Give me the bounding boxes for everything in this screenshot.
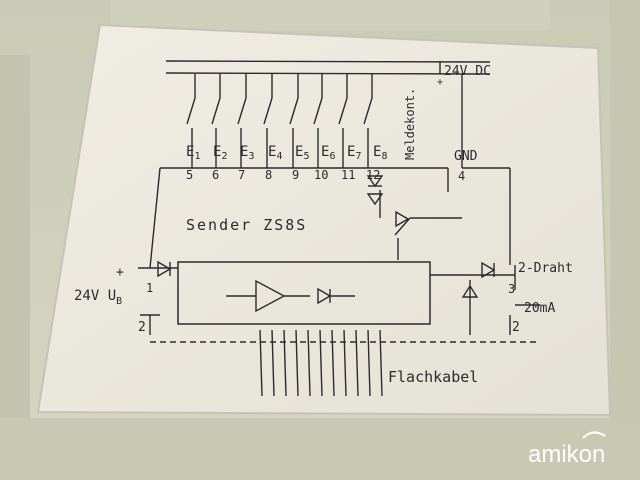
terminal-6: 6	[212, 168, 219, 182]
svg-text:E4: E4	[268, 144, 282, 162]
svg-text:E1: E1	[186, 144, 200, 162]
input-sub-e7: 7	[355, 151, 361, 162]
input-sub-e3: 3	[248, 151, 254, 162]
ub-minus-terminal: 2	[138, 320, 146, 335]
switch-e5	[289, 74, 299, 168]
current-label: 20mA	[524, 301, 555, 316]
zweidraht-label: 2-Draht	[518, 261, 573, 276]
input-sub-e4: 4	[276, 151, 282, 162]
switch-e2	[211, 74, 221, 168]
zweidraht-terminal: 3	[508, 282, 515, 296]
terminal-5: 5	[186, 168, 193, 182]
subject-label: Sender ZS8S	[186, 216, 307, 234]
svg-text:E2: E2	[213, 144, 227, 162]
watermark-logo: amikon	[528, 441, 605, 468]
watermark-swoosh	[582, 431, 606, 439]
terminal-11: 11	[341, 168, 355, 182]
supply-label: 24V DC	[444, 64, 491, 79]
input-label-e3: E	[240, 144, 248, 160]
svg-text:E8: E8	[373, 144, 387, 162]
ub-label: 24V U	[74, 288, 116, 304]
svg-text:E7: E7	[347, 144, 361, 162]
cable-label: Flachkabel	[388, 368, 478, 386]
svg-text:E5: E5	[295, 144, 309, 162]
switch-e3	[237, 74, 247, 168]
input-label-e4: E	[268, 144, 276, 160]
svg-text:E6: E6	[321, 144, 335, 162]
switch-e8	[363, 74, 373, 168]
svg-text:24V UB: 24V UB	[74, 288, 122, 307]
ub-plus: +	[116, 265, 124, 280]
switch-e6	[313, 74, 323, 168]
ub-terminal: 1	[146, 281, 153, 295]
housing-left-side	[0, 55, 30, 480]
terminal-12: 12	[366, 168, 380, 182]
meldekontakt-label: Meldekont.	[403, 88, 417, 160]
input-labels: E1 E2 E3 E4 E5 E6 E7 E8	[186, 144, 387, 162]
input-switches	[186, 74, 373, 168]
label-plate	[36, 23, 612, 417]
gnd-label: GND	[454, 149, 478, 164]
housing-right-side	[610, 0, 640, 480]
input-label-e5: E	[295, 144, 303, 160]
input-sub-e1: 1	[194, 151, 200, 162]
housing-bottom	[0, 418, 640, 480]
switch-e1	[186, 74, 196, 168]
housing-top	[110, 0, 550, 30]
input-label-e6: E	[321, 144, 329, 160]
input-sub-e6: 6	[329, 151, 335, 162]
input-label-e7: E	[347, 144, 355, 160]
input-terminals: 5 6 7 8 9 10 11 12	[186, 168, 380, 182]
terminal-8: 8	[265, 168, 272, 182]
terminal-10: 10	[314, 168, 328, 182]
gnd-terminal: 4	[458, 169, 465, 183]
input-label-e2: E	[213, 144, 221, 160]
switch-e7	[338, 74, 348, 168]
ub-sub: B	[116, 296, 122, 307]
terminal-7: 7	[238, 168, 245, 182]
input-label-e1: E	[186, 144, 194, 160]
supply-plus: +	[437, 77, 443, 88]
current-terminal: 2	[512, 320, 520, 335]
input-sub-e8: 8	[381, 151, 387, 162]
switch-e4	[263, 74, 273, 168]
input-label-e8: E	[373, 144, 381, 160]
input-sub-e2: 2	[221, 151, 227, 162]
svg-text:E3: E3	[240, 144, 254, 162]
terminal-9: 9	[292, 168, 299, 182]
schematic	[138, 60, 540, 397]
input-sub-e5: 5	[303, 151, 309, 162]
